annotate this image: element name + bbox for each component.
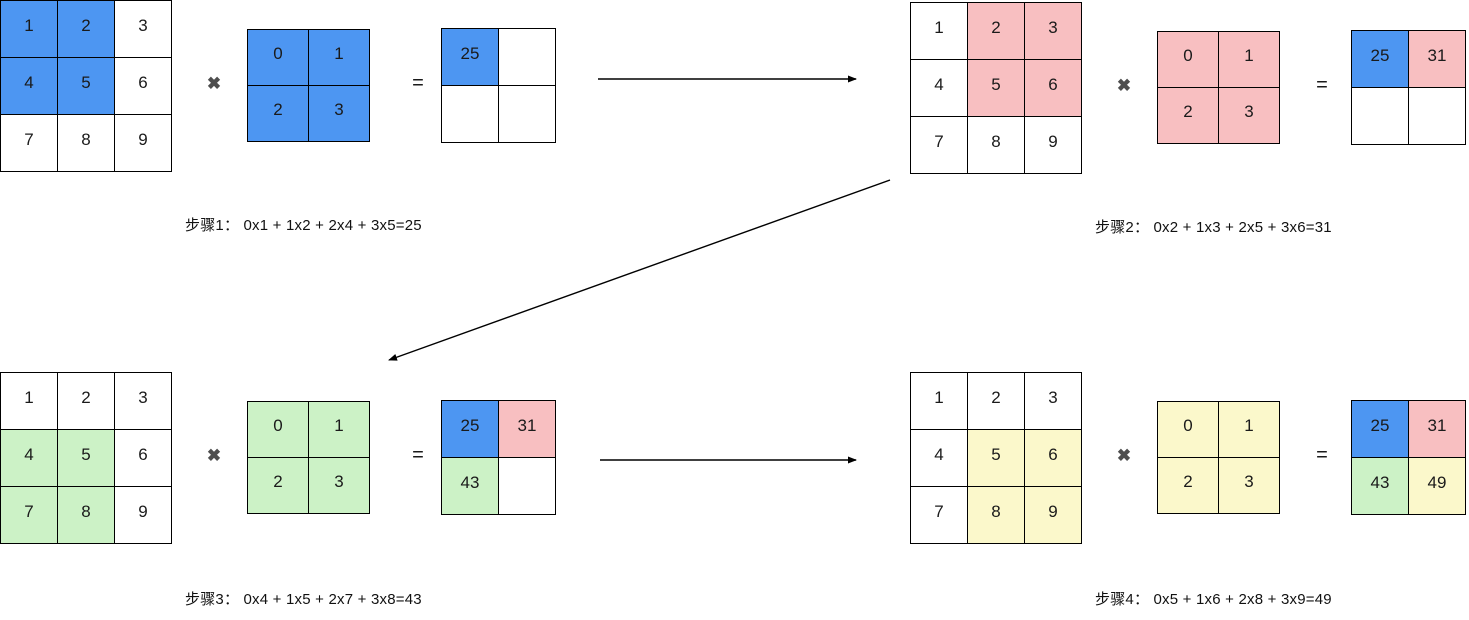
multiply-icon: ✖ [206, 73, 222, 93]
matrix-cell [1408, 87, 1466, 145]
matrix-cell: 2 [57, 0, 115, 58]
matrix-cell [498, 457, 556, 515]
matrix-cell: 9 [114, 114, 172, 172]
matrix-cell: 31 [1408, 30, 1466, 88]
matrix-cell: 25 [441, 28, 499, 86]
matrix-cell: 43 [441, 457, 499, 515]
matrix-cell: 31 [1408, 400, 1466, 458]
matrix-cell: 4 [910, 429, 968, 487]
matrix-cell: 3 [1218, 457, 1280, 514]
matrix-cell [1351, 87, 1409, 145]
matrix-cell: 1 [0, 0, 58, 58]
matrix-cell: 2 [247, 85, 309, 142]
matrix-cell: 5 [57, 57, 115, 115]
matrix-cell: 4 [0, 57, 58, 115]
matrix-cell: 6 [1024, 59, 1082, 117]
matrix-cell: 1 [910, 2, 968, 60]
matrix-cell: 6 [1024, 429, 1082, 487]
matrix-cell: 49 [1408, 457, 1466, 515]
equals-sign: = [1316, 444, 1328, 467]
matrix-cell: 9 [1024, 486, 1082, 544]
matrix-cell: 3 [1218, 87, 1280, 144]
matrix-cell: 8 [57, 486, 115, 544]
matrix-cell: 25 [441, 400, 499, 458]
matrix-cell [498, 28, 556, 86]
matrix-cell: 43 [1351, 457, 1409, 515]
matrix-cell: 2 [57, 372, 115, 430]
matrix-cell: 2 [967, 372, 1025, 430]
matrix-cell: 6 [114, 57, 172, 115]
matrix-cell: 3 [1024, 372, 1082, 430]
matrix-cell: 5 [967, 59, 1025, 117]
matrix-cell: 1 [0, 372, 58, 430]
matrix-cell [441, 85, 499, 143]
multiply-icon: ✖ [1116, 445, 1132, 465]
matrix-cell: 9 [114, 486, 172, 544]
matrix-cell: 0 [247, 29, 309, 86]
matrix-cell: 5 [967, 429, 1025, 487]
multiply-icon: ✖ [1116, 75, 1132, 95]
matrix-cell: 0 [1157, 31, 1219, 88]
matrix-cell: 6 [114, 429, 172, 487]
matrix-cell: 7 [910, 486, 968, 544]
matrix-cell: 5 [57, 429, 115, 487]
matrix-cell: 2 [247, 457, 309, 514]
matrix-cell: 2 [1157, 457, 1219, 514]
step-caption: 步骤3： 0x4 + 1x5 + 2x7 + 3x8=43 [185, 591, 422, 608]
matrix-cell: 1 [1218, 31, 1280, 88]
matrix-cell: 3 [308, 457, 370, 514]
result-matrix: 25 [441, 28, 556, 143]
matrix-cell [498, 85, 556, 143]
matrix-cell: 9 [1024, 116, 1082, 174]
matrix-cell: 7 [910, 116, 968, 174]
equals-sign: = [412, 444, 424, 467]
matrix-cell: 31 [498, 400, 556, 458]
matrix-cell: 1 [308, 401, 370, 458]
matrix-cell: 0 [247, 401, 309, 458]
step-caption: 步骤2： 0x2 + 1x3 + 2x5 + 3x6=31 [1095, 219, 1332, 236]
step-caption: 步骤1： 0x1 + 1x2 + 2x4 + 3x5=25 [185, 217, 422, 234]
matrix-cell: 3 [114, 0, 172, 58]
matrix-cell: 8 [967, 116, 1025, 174]
matrix-cell: 3 [308, 85, 370, 142]
matrix-cell: 0 [1157, 401, 1219, 458]
matrix-cell: 2 [1157, 87, 1219, 144]
matrix-cell: 8 [57, 114, 115, 172]
matrix-cell: 3 [1024, 2, 1082, 60]
matrix-cell: 4 [910, 59, 968, 117]
equals-sign: = [1316, 74, 1328, 97]
matrix-cell: 3 [114, 372, 172, 430]
matrix-cell: 25 [1351, 400, 1409, 458]
matrix-cell: 1 [1218, 401, 1280, 458]
equals-sign: = [412, 72, 424, 95]
matrix-cell: 1 [308, 29, 370, 86]
matrix-cell: 7 [0, 114, 58, 172]
matrix-cell: 7 [0, 486, 58, 544]
multiply-icon: ✖ [206, 445, 222, 465]
matrix-cell: 2 [967, 2, 1025, 60]
matrix-cell: 1 [910, 372, 968, 430]
matrix-cell: 8 [967, 486, 1025, 544]
matrix-cell: 4 [0, 429, 58, 487]
matrix-cell: 25 [1351, 30, 1409, 88]
step-caption: 步骤4： 0x5 + 1x6 + 2x8 + 3x9=49 [1095, 591, 1332, 608]
